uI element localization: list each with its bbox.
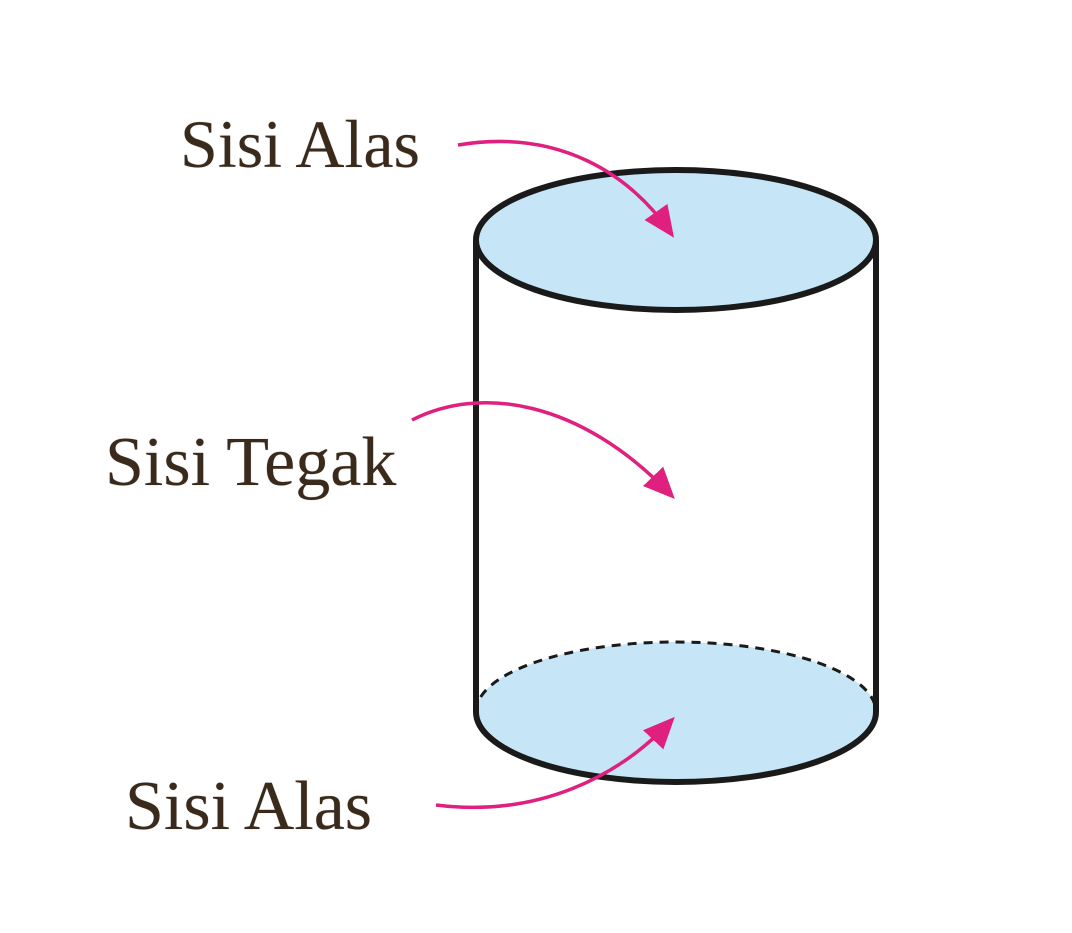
top-base-face (473, 167, 879, 313)
arrow-lateral-surface (411, 400, 675, 500)
label-top-base: Sisi Alas (180, 106, 420, 182)
bottom-base-face (476, 642, 876, 782)
arrow-bottom-base (435, 716, 675, 810)
label-bottom-base: Sisi Alas (125, 768, 373, 845)
arrow-top-base (457, 139, 675, 238)
label-lateral-surface: Sisi Tegak (105, 424, 397, 501)
bottom-base-front-edge (473, 711, 879, 785)
bottom-base-hidden-edge (474, 640, 878, 713)
